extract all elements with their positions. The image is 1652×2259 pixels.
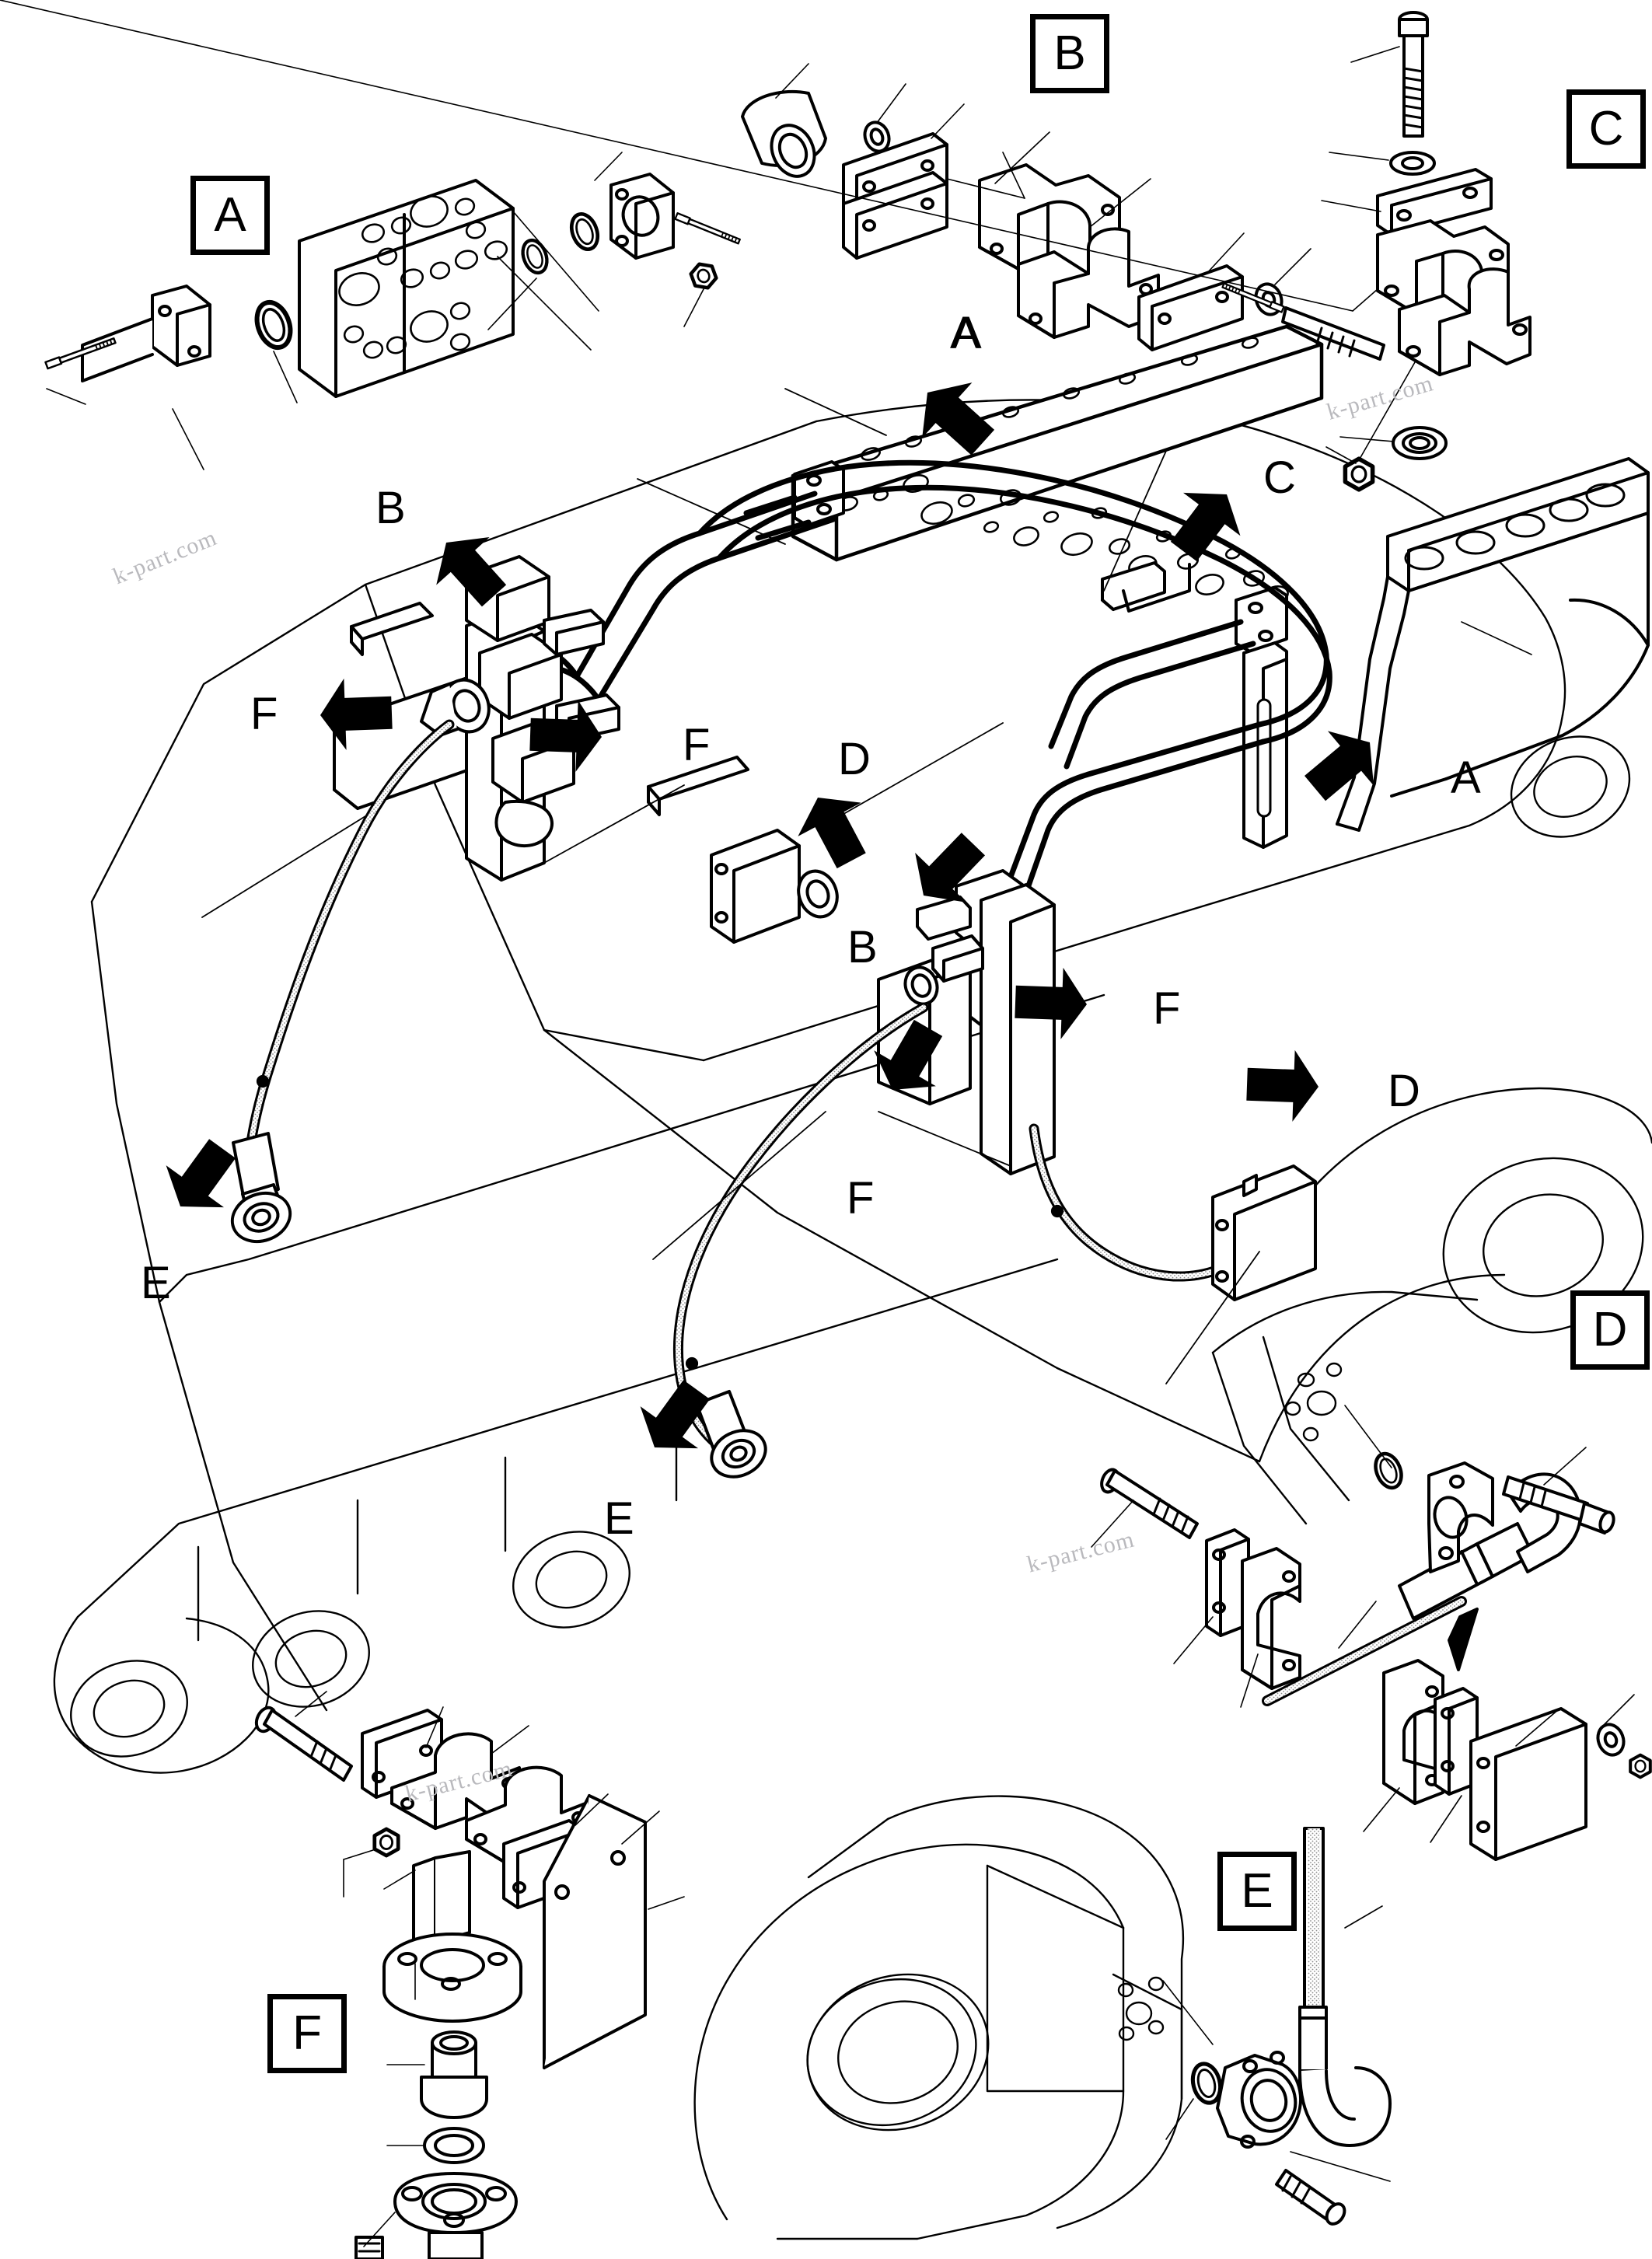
callout-letter: E [1241,1864,1273,1918]
callout-letter: D [1592,1303,1628,1356]
arrow-label-f-left: F [250,689,278,739]
callout-box-e: E [1217,1852,1297,1931]
arrow-label-e-mid: E [604,1493,634,1544]
detail-b-caption-a: A [952,308,982,358]
arrow-label-f-mid: F [683,720,711,770]
callout-box-f: F [267,1994,347,2073]
callout-letter: C [1588,102,1624,155]
arrow-label-a-right: A [1451,752,1481,803]
callout-letter: A [214,188,246,242]
callout-letter: B [1053,26,1086,80]
arrow-label-f-right: F [1153,983,1181,1034]
callout-box-c: C [1566,89,1646,169]
arrow-label-d-right: D [1388,1066,1420,1116]
arrow-label-e-left: E [141,1258,171,1308]
arrow-label-b-left: B [375,483,406,533]
callout-box-d: D [1570,1290,1650,1370]
arrow-label-f-low: F [847,1173,875,1224]
arrow-label-d-mid: D [838,734,871,784]
arrow-label-a-top: A [950,308,980,358]
callout-box-a: A [190,176,270,255]
callout-box-b: B [1030,14,1109,93]
callout-letter: F [292,2006,322,2060]
arrow-label-c: C [1263,452,1296,503]
arrow-label-b-mid: B [847,922,878,972]
